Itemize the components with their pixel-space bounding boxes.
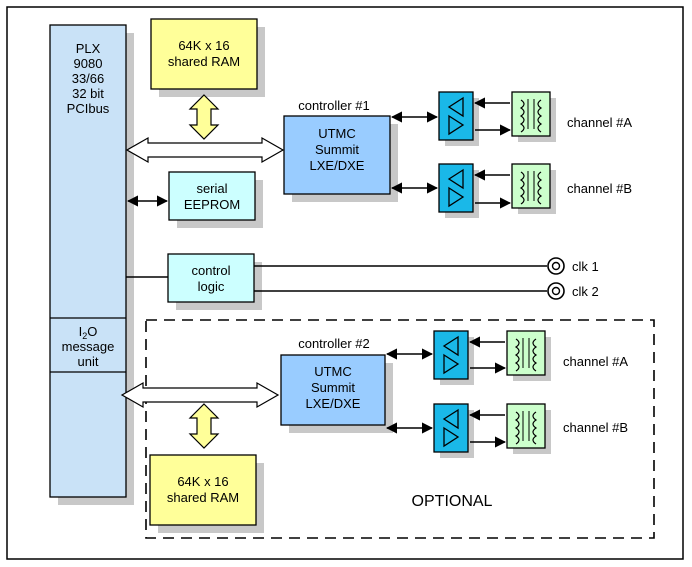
controller-1-label: controller #1 — [298, 98, 370, 113]
svg-text:message: message — [62, 339, 115, 354]
shared-ram-bottom — [149, 454, 257, 526]
channel-1b-label: channel #B — [567, 181, 632, 196]
transformer-2b — [506, 403, 551, 454]
channel-1a-label: channel #A — [567, 115, 632, 130]
controller-1-block — [283, 115, 391, 195]
svg-text:33/66: 33/66 — [72, 71, 105, 86]
optional-region — [145, 319, 655, 539]
ram-top-label: shared RAM — [168, 54, 240, 69]
control-logic-block — [167, 253, 255, 303]
serial-eeprom-block — [168, 171, 256, 221]
ram-top-size: 64K x 16 — [178, 38, 229, 53]
shared-ram-top — [150, 18, 258, 90]
controller-2-line-3: LXE/DXE — [306, 396, 361, 411]
svg-text:9080: 9080 — [74, 56, 103, 71]
svg-text:PCIbus: PCIbus — [67, 101, 110, 116]
controller-1-line-3: LXE/DXE — [310, 158, 365, 173]
eeprom-line-1: serial — [196, 181, 227, 196]
ram-bus-arrow-bottom — [188, 403, 220, 449]
controller-1-line-1: UTMC — [318, 126, 356, 141]
ram-bottom-label: shared RAM — [167, 490, 239, 505]
control-logic-line-1: control — [191, 263, 230, 278]
transceiver-2a — [433, 330, 474, 385]
transceiver-1b — [438, 163, 479, 218]
transceiver-2b — [433, 403, 474, 458]
controller-1-line-2: Summit — [315, 142, 359, 157]
eeprom-line-2: EEPROM — [184, 197, 240, 212]
i2o-message-unit: I2O message unit — [62, 324, 115, 369]
transformer-1a — [511, 91, 556, 142]
controller-2-block — [280, 354, 386, 426]
svg-text:PLX: PLX — [76, 41, 101, 56]
controller-2-label: controller #2 — [298, 336, 370, 351]
optional-label: OPTIONAL — [412, 493, 493, 510]
channel-2a-label: channel #A — [563, 354, 628, 369]
ram-bottom-size: 64K x 16 — [177, 474, 228, 489]
pci-bus-arrow-bottom — [120, 381, 280, 409]
channel-2b-label: channel #B — [563, 420, 628, 435]
controller-2-line-1: UTMC — [314, 364, 352, 379]
transformer-1b — [511, 163, 556, 214]
transformer-2a — [506, 330, 551, 381]
controller-2-line-2: Summit — [311, 380, 355, 395]
svg-text:32 bit: 32 bit — [72, 86, 104, 101]
transceiver-1a — [438, 91, 479, 146]
clk-2-connector — [547, 282, 565, 300]
pci-bridge-block — [49, 24, 127, 498]
clk-2-label: clk 2 — [572, 284, 599, 299]
clk-1-connector — [547, 257, 565, 275]
ram-bus-arrow-top — [188, 94, 220, 140]
pci-bus-arrow-top — [125, 136, 285, 164]
svg-text:unit: unit — [78, 354, 99, 369]
svg-text:I2O: I2O — [79, 324, 98, 341]
clk-1-label: clk 1 — [572, 259, 599, 274]
control-logic-line-2: logic — [198, 279, 225, 294]
pci-bridge-label: PLX 9080 33/66 32 bit PCIbus — [67, 41, 110, 116]
